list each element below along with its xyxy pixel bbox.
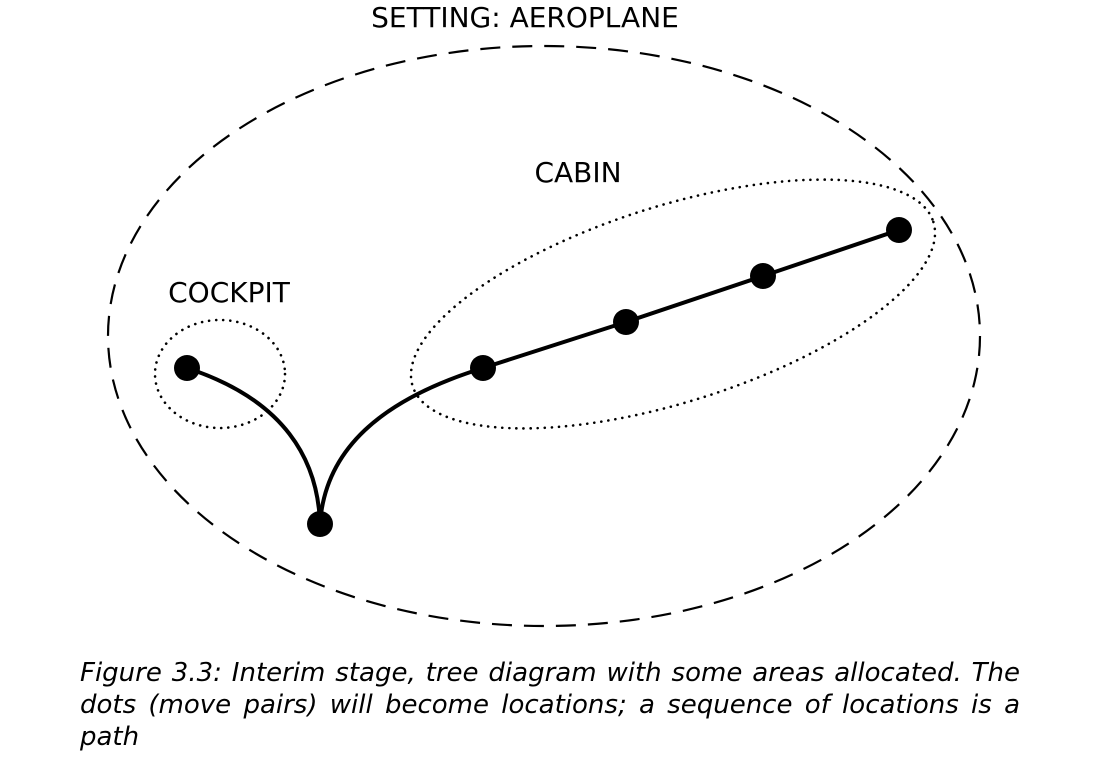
node-cabin-4 bbox=[886, 217, 912, 243]
figure-caption-text: Interim stage, tree diagram with some ar… bbox=[80, 658, 1020, 752]
node-cockpit bbox=[174, 355, 200, 381]
edge-root-cockpit bbox=[186, 366, 322, 525]
node-cabin-3 bbox=[750, 263, 776, 289]
cockpit-label: COCKPIT bbox=[168, 276, 291, 309]
figure-number: Figure 3.3: bbox=[80, 658, 222, 688]
setting-label: SETTING: AEROPLANE bbox=[371, 1, 679, 34]
node-root bbox=[307, 511, 333, 537]
tree-diagram: SETTING: AEROPLANE CABIN COCKPIT bbox=[106, 1, 982, 628]
edge-cabin-path bbox=[482, 228, 900, 370]
setting-aeroplane-region bbox=[106, 44, 982, 628]
node-cabin-2 bbox=[613, 309, 639, 335]
cabin-region bbox=[409, 178, 937, 430]
figure-caption: Figure 3.3: Interim stage, tree diagram … bbox=[80, 657, 1020, 753]
cabin-label: CABIN bbox=[534, 156, 621, 189]
edge-root-cabin bbox=[318, 366, 484, 525]
cockpit-region bbox=[153, 318, 287, 430]
node-cabin-1 bbox=[470, 355, 496, 381]
